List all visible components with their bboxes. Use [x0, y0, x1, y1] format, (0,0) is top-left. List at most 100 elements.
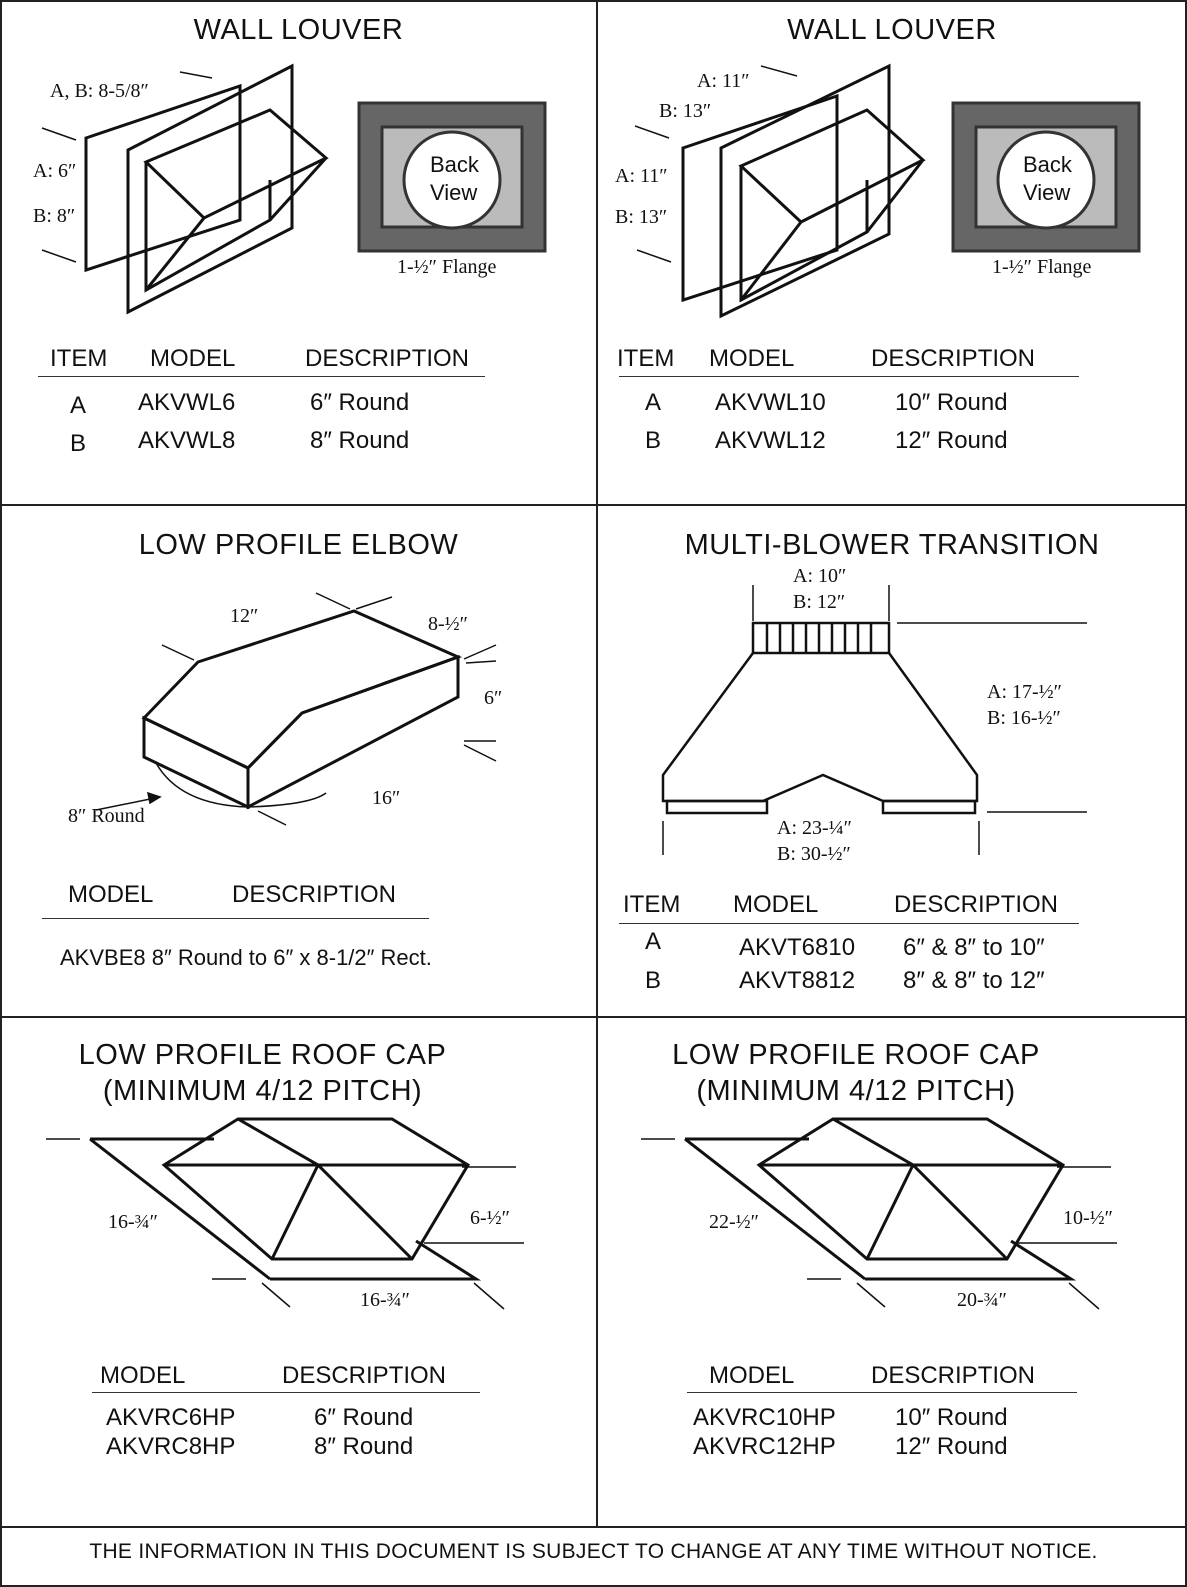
dim-depth: 8-½″ — [428, 613, 468, 635]
header-item: ITEM — [617, 345, 675, 372]
dim-ab: A, B: 8-5/8″ — [50, 80, 149, 102]
dim-a: A: 11″ — [615, 165, 668, 187]
row-model: AKVT6810 — [739, 934, 856, 961]
dim-round: 8″ Round — [68, 805, 145, 827]
row-model: AKVWL8 — [138, 427, 236, 454]
row-desc: 10″ Round — [895, 389, 1008, 416]
header-item: ITEM — [623, 891, 681, 918]
row-model: AKVRC10HP — [693, 1404, 836, 1431]
row-desc: 10″ Round — [895, 1404, 1008, 1431]
section-title-line-2: (MINIMUM 4/12 PITCH) — [696, 1075, 1016, 1107]
dim-bottom: 20-¾″ — [957, 1289, 1007, 1311]
low-profile-elbow: LOW PROFILE ELBOW 12″ 8-½″ 6″ 16″ 8″ Rou… — [0, 505, 597, 1017]
header-description: DESCRIPTION — [232, 881, 397, 908]
row-item: B — [645, 427, 662, 454]
header-model: MODEL — [68, 881, 154, 908]
row-desc: 6″ Round — [310, 389, 410, 416]
row-model: AKVWL12 — [715, 427, 826, 454]
header-rule — [619, 376, 1079, 377]
section-title-line-1: LOW PROFILE ROOF CAP — [78, 1039, 447, 1071]
dim-bottom: 16-¾″ — [360, 1289, 410, 1311]
section-title: WALL LOUVER — [193, 14, 404, 46]
wall-louver-drawing — [634, 63, 1141, 319]
dim-height: 6″ — [484, 687, 503, 709]
row-desc: 6″ Round — [314, 1404, 414, 1431]
header-rule — [619, 923, 1079, 924]
header-description: DESCRIPTION — [305, 345, 470, 372]
section-title: WALL LOUVER — [787, 14, 997, 46]
back-view-label-2: View — [430, 180, 478, 205]
row-desc: 12″ Round — [895, 1433, 1008, 1460]
dim-length: 16″ — [372, 787, 401, 809]
dim-top-a: A: 10″ — [793, 565, 847, 587]
footer-notice: THE INFORMATION IN THIS DOCUMENT IS SUBJ… — [89, 1540, 1098, 1563]
section-title: LOW PROFILE ELBOW — [138, 529, 459, 561]
dim-side-b: B: 16-½″ — [987, 707, 1061, 729]
roof-cap-left: LOW PROFILE ROOF CAP (MINIMUM 4/12 PITCH… — [0, 1017, 597, 1527]
roof-cap-drawing — [641, 1117, 1117, 1310]
section-title-line-1: LOW PROFILE ROOF CAP — [672, 1039, 1040, 1071]
header-rule — [38, 376, 485, 377]
row-item: A — [70, 392, 87, 419]
dim-width: 12″ — [230, 605, 259, 627]
row-desc: 12″ Round — [895, 427, 1008, 454]
dim-b: B: 13″ — [615, 206, 668, 228]
dim-b: B: 8″ — [33, 205, 76, 227]
dim-right: 10-½″ — [1063, 1207, 1113, 1229]
dim-left: 22-½″ — [709, 1211, 759, 1233]
header-model: MODEL — [733, 891, 819, 918]
wall-louver-right: WALL LOUVER A: 11″ B: 13″ A: 11″ B: 13″ … — [597, 0, 1187, 505]
row-item: A — [645, 389, 662, 416]
transition-drawing — [661, 585, 1087, 855]
wall-louver-drawing — [41, 63, 547, 315]
dim-bottom-b: B: 30-½″ — [777, 843, 851, 865]
row-model: AKVRC12HP — [693, 1433, 836, 1460]
header-rule — [42, 918, 429, 919]
row-model: AKVT8812 — [739, 967, 856, 994]
row-desc: 8″ Round — [314, 1433, 414, 1460]
header-rule — [92, 1392, 480, 1393]
header-description: DESCRIPTION — [871, 1362, 1036, 1389]
row-item: B — [70, 430, 87, 457]
dim-side-a: A: 17-½″ — [987, 681, 1062, 703]
section-title-line-2: (MINIMUM 4/12 PITCH) — [102, 1075, 423, 1107]
row-item: B — [645, 967, 662, 994]
header-description: DESCRIPTION — [282, 1362, 447, 1389]
section-title: MULTI-BLOWER TRANSITION — [684, 529, 1100, 561]
roof-cap-drawing — [46, 1117, 524, 1310]
roof-cap-right: LOW PROFILE ROOF CAP (MINIMUM 4/12 PITCH… — [597, 1017, 1187, 1527]
dim-bottom-a: A: 23-¼″ — [777, 817, 852, 839]
row-model: AKVWL6 — [138, 389, 236, 416]
row-desc: 6″ & 8″ to 10″ — [903, 934, 1045, 961]
flange-label: 1-½″ Flange — [397, 256, 497, 278]
header-model: MODEL — [709, 1362, 795, 1389]
header-description: DESCRIPTION — [894, 891, 1059, 918]
dim-a: A: 6″ — [33, 160, 77, 182]
back-view-label-1: Back — [430, 152, 479, 177]
dim-right: 6-½″ — [470, 1207, 510, 1229]
dim-a-top: A: 11″ — [697, 70, 750, 92]
dim-top-b: B: 12″ — [793, 591, 846, 613]
elbow-drawing — [95, 592, 497, 826]
dim-left: 16-¾″ — [108, 1211, 158, 1233]
row-item: A — [645, 928, 662, 955]
header-description: DESCRIPTION — [871, 345, 1036, 372]
header-model: MODEL — [709, 345, 795, 372]
row-model: AKVWL10 — [715, 389, 826, 416]
row-model: AKVRC8HP — [106, 1433, 236, 1460]
flange-label: 1-½″ Flange — [992, 256, 1092, 278]
row-model-desc: AKVBE8 8″ Round to 6″ x 8-1/2″ Rect. — [60, 945, 432, 970]
header-model: MODEL — [100, 1362, 186, 1389]
row-model: AKVRC6HP — [106, 1404, 236, 1431]
row-desc: 8″ & 8″ to 12″ — [903, 967, 1045, 994]
header-model: MODEL — [150, 345, 236, 372]
back-view-label-2: View — [1023, 180, 1071, 205]
row-desc: 8″ Round — [310, 427, 410, 454]
header-item: ITEM — [50, 345, 108, 372]
header-rule — [687, 1392, 1077, 1393]
dim-b-top: B: 13″ — [659, 100, 712, 122]
wall-louver-left: WALL LOUVER A, B: 8-5/8″ A: 6″ B: 8″ Bac… — [0, 0, 597, 505]
multi-blower-transition: MULTI-BLOWER TRANSITION A: 10″ B: 12″ A:… — [597, 505, 1187, 1017]
